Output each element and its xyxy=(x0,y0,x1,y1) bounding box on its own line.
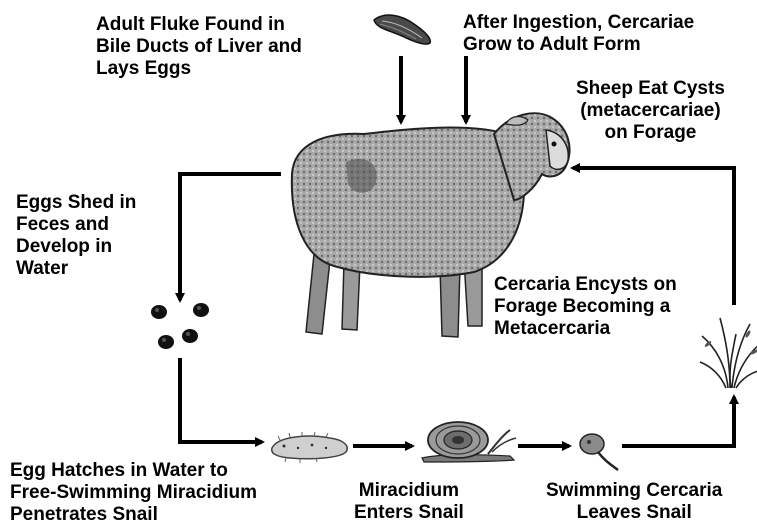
label-sheep-eat-cysts: Sheep Eat Cysts (metacercariae) on Forag… xyxy=(576,78,725,144)
label-cercaria-encysts: Cercaria Encysts on Forage Becoming a Me… xyxy=(494,274,677,340)
label-egg-hatches: Egg Hatches in Water to Free-Swimming Mi… xyxy=(10,460,257,526)
label-adult-fluke: Adult Fluke Found in Bile Ducts of Liver… xyxy=(96,14,302,80)
cercaria-icon xyxy=(578,430,622,474)
label-ingestion: After Ingestion, Cercariae Grow to Adult… xyxy=(463,12,694,56)
arrow-eggs-to-miracidium xyxy=(180,358,262,442)
snail-icon xyxy=(418,414,518,464)
miracidium-icon xyxy=(268,430,352,464)
arrow-cercaria-to-forage xyxy=(622,397,734,446)
label-eggs-shed: Eggs Shed in Feces and Develop in Water xyxy=(16,192,136,280)
grass-icon xyxy=(698,314,757,390)
eggs-icon xyxy=(148,300,214,354)
liver-fluke-icon xyxy=(370,8,436,48)
label-swimming-cercaria: Swimming Cercaria Leaves Snail xyxy=(546,480,722,524)
arrow-sheep-to-eggs xyxy=(180,174,281,300)
label-miracidium-enters: Miracidium Enters Snail xyxy=(354,480,464,524)
